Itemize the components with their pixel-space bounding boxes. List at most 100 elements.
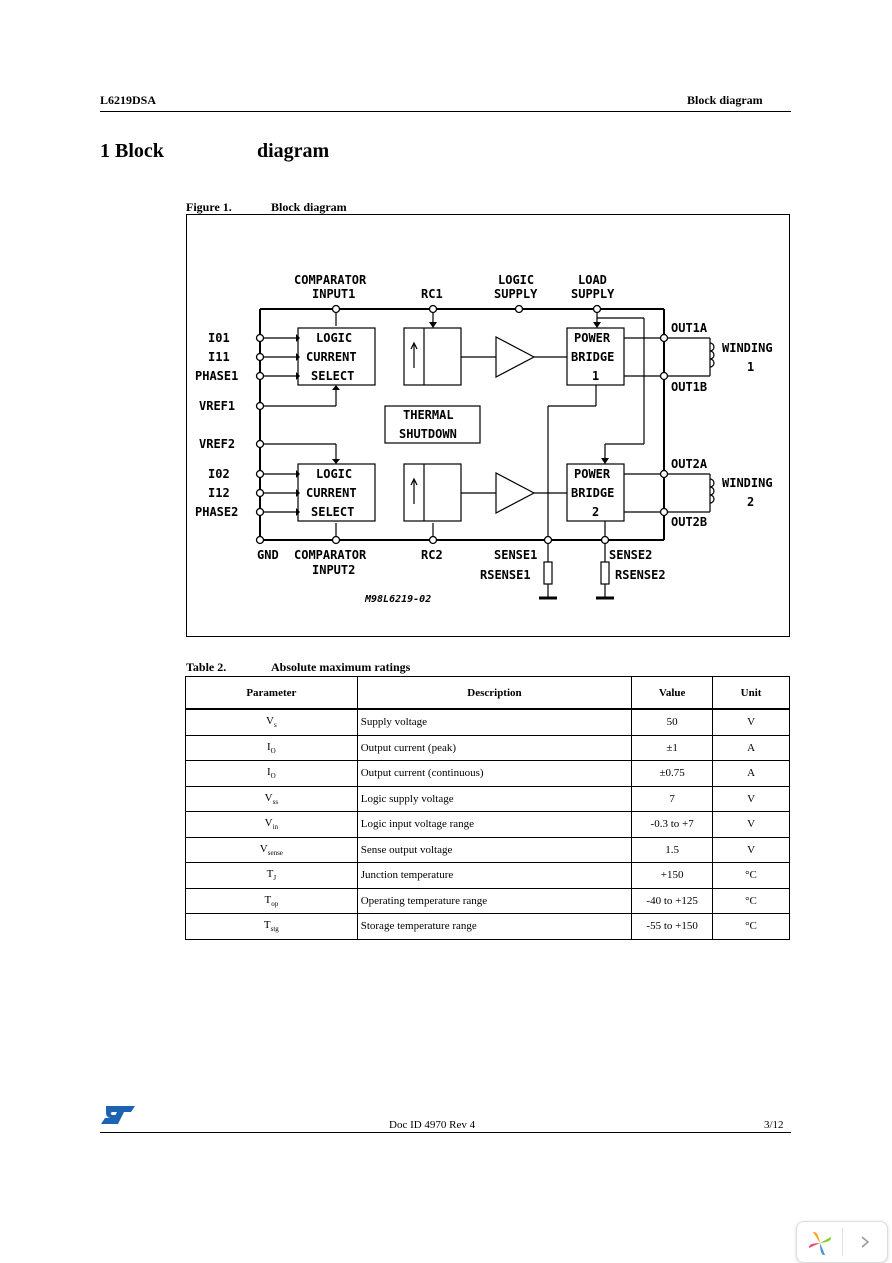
parameter-subscript: O	[270, 772, 276, 781]
parameter-symbol: I	[266, 766, 271, 779]
rc2-block	[403, 463, 462, 522]
cell-unit: V	[712, 811, 790, 838]
winding-1-coil	[709, 342, 715, 368]
label-vref1: VREF1	[199, 399, 235, 413]
label-pb1-a: POWER	[574, 331, 611, 345]
label-out1a: OUT1A	[671, 321, 708, 335]
cell-description: Logic supply voltage	[356, 785, 633, 812]
st-logo-icon	[101, 1106, 135, 1124]
cell-unit: V	[712, 785, 790, 812]
label-lcs2-b: CURRENT	[306, 486, 357, 500]
footer-page-number: 3/12	[764, 1119, 784, 1131]
viewer-nav-widget[interactable]	[796, 1221, 888, 1263]
label-rsense2: RSENSE2	[615, 568, 666, 582]
parameter-symbol: T	[263, 919, 271, 932]
parameter-subscript: stg	[270, 925, 279, 934]
thermal-shutdown-block	[384, 405, 481, 444]
table-label: Table 2.	[186, 660, 227, 674]
header-section-title: Block diagram	[687, 93, 763, 107]
label-thermal-b: SHUTDOWN	[399, 427, 457, 441]
winding-2-coil	[709, 478, 715, 504]
label-logic-supply-b: SUPPLY	[494, 287, 538, 301]
parameter-symbol: V	[264, 791, 273, 804]
footer-doc-id: Doc ID 4970 Rev 4	[389, 1119, 476, 1131]
cell-description: Sense output voltage	[356, 836, 633, 863]
rsense1-resistor	[543, 561, 553, 585]
chevron-right-icon[interactable]	[859, 1235, 871, 1249]
label-phase1: PHASE1	[195, 369, 238, 383]
label-lcs1-b: CURRENT	[306, 350, 357, 364]
label-winding2-b: 2	[747, 495, 754, 509]
cell-parameter: Vs	[185, 708, 358, 736]
section-title-part1: Block	[115, 140, 164, 162]
column-header-parameter: Parameter	[185, 676, 358, 710]
parameter-symbol: T	[264, 893, 272, 906]
cell-parameter: IO	[185, 734, 358, 761]
cell-unit: A	[712, 760, 790, 787]
cell-value: 7	[631, 785, 714, 812]
label-i12: I12	[208, 486, 230, 500]
label-rc1: RC1	[421, 287, 443, 301]
cell-parameter: Tstg	[185, 913, 358, 940]
cell-parameter: Vss	[185, 785, 358, 812]
label-gnd: GND	[257, 548, 279, 562]
label-pb2-c: 2	[592, 505, 599, 519]
label-phase2: PHASE2	[195, 505, 238, 519]
label-pb2-a: POWER	[574, 467, 611, 481]
label-lcs1-c: SELECT	[311, 369, 354, 383]
label-pb1-c: 1	[592, 369, 599, 383]
parameter-symbol: V	[266, 715, 274, 728]
section-title-part2: diagram	[257, 140, 330, 162]
label-out2a: OUT2A	[671, 457, 708, 471]
section-heading: 1 Block	[100, 140, 164, 163]
table-header-row: Parameter Description Value Unit	[185, 676, 790, 710]
cell-description: Output current (peak)	[356, 734, 633, 761]
cell-description: Supply voltage	[356, 708, 633, 736]
parameter-subscript: O	[270, 746, 276, 755]
label-i01: I01	[208, 331, 230, 345]
section-number: 1	[100, 140, 110, 162]
cell-parameter: IO	[185, 760, 358, 787]
label-rc2: RC2	[421, 548, 443, 562]
figure-frame	[186, 214, 790, 637]
label-vref2: VREF2	[199, 437, 235, 451]
cell-parameter: Vin	[185, 811, 358, 838]
parameter-subscript: op	[271, 899, 279, 908]
cell-description: Operating temperature range	[356, 887, 633, 914]
parameter-subscript: J	[273, 874, 277, 883]
cell-unit: V	[712, 836, 790, 863]
parameter-symbol: T	[266, 868, 274, 881]
cell-description: Output current (continuous)	[356, 760, 633, 787]
cell-value: +150	[631, 862, 714, 889]
label-lcs2-a: LOGIC	[316, 467, 352, 481]
label-pb2-b: BRIDGE	[571, 486, 614, 500]
comparator-1-triangle	[495, 336, 536, 378]
label-comparator-input1-a: COMPARATOR	[294, 273, 367, 287]
label-sense2: SENSE2	[609, 548, 652, 562]
cell-value: 1.5	[631, 836, 714, 863]
parameter-symbol: I	[266, 740, 271, 753]
cell-value: 50	[631, 708, 714, 736]
cell-unit: A	[712, 734, 790, 761]
label-thermal-a: THERMAL	[403, 408, 454, 422]
pinwheel-icon[interactable]	[805, 1228, 835, 1258]
parameter-subscript: s	[273, 721, 277, 730]
cell-parameter: Vsense	[185, 836, 358, 863]
cell-unit: °C	[712, 887, 790, 914]
figure-label: Figure 1.	[186, 200, 232, 214]
label-logic-supply-a: LOGIC	[498, 273, 534, 287]
label-drawing-code: M98L6219-02	[364, 594, 431, 605]
label-winding1-a: WINDING	[722, 341, 773, 355]
label-winding1-b: 1	[747, 360, 754, 374]
cell-description: Junction temperature	[356, 862, 633, 889]
parameter-subscript: ss	[272, 797, 279, 806]
label-load-supply-a: LOAD	[578, 273, 607, 287]
parameter-symbol: V	[259, 842, 268, 855]
